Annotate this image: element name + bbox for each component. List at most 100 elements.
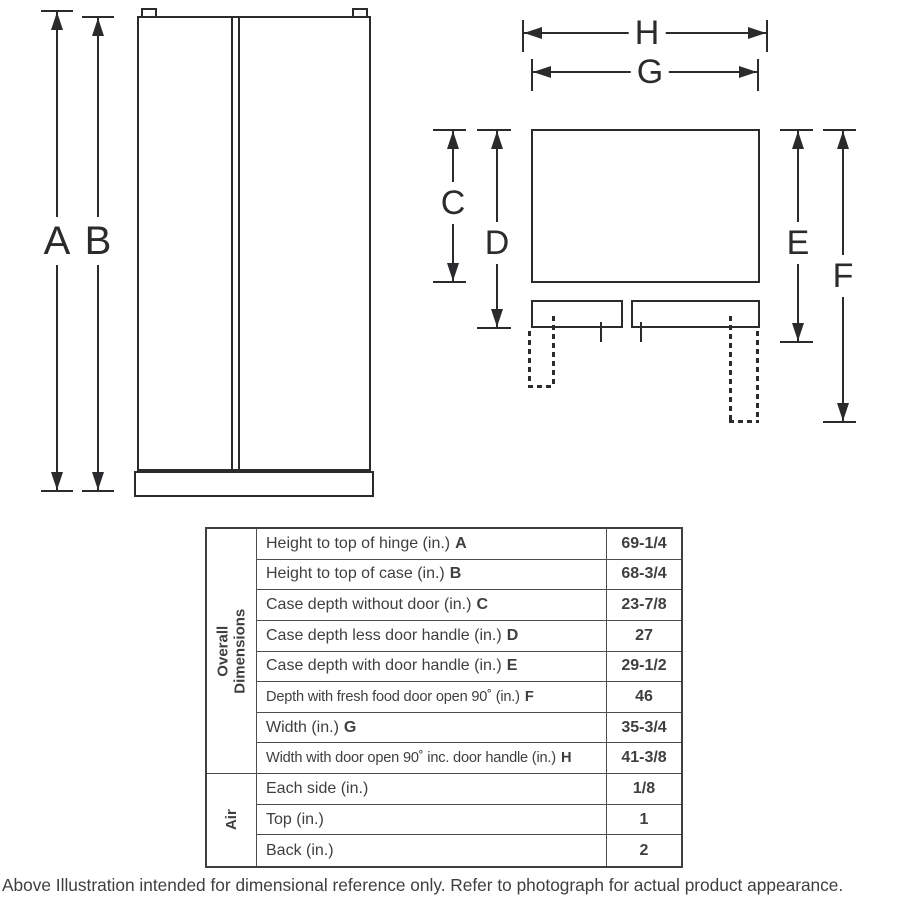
left-door-handle-mark	[600, 322, 602, 342]
door-divider-line-left	[231, 18, 233, 471]
left-handle-dashed-inner	[552, 316, 555, 388]
table-row-label: Height to top of case (in.)B	[257, 560, 606, 591]
table-row-label: Top (in.)	[257, 805, 606, 836]
disclaimer-text: Above Illustration intended for dimensio…	[2, 875, 844, 895]
table-row-value: 29-1/2	[606, 651, 681, 683]
section-air-label: Air	[222, 809, 240, 831]
section-overall-dimensions: Overall Dimensions	[207, 529, 257, 775]
row-label-text: Top (in.)	[266, 810, 324, 828]
row-dim-key: F	[524, 688, 534, 705]
table-row-label: Case depth less door handle (in.)D	[257, 621, 606, 652]
table-row-value: 46	[606, 682, 681, 713]
left-hinge	[141, 8, 157, 18]
table-row-value: 35-3/4	[606, 712, 681, 744]
dim-e-arrow-up	[792, 131, 804, 149]
dim-b-top-tick	[82, 16, 114, 18]
right-door-handle-mark	[640, 322, 642, 342]
table-row-label: Depth with fresh food door open 90˚ (in.…	[257, 682, 606, 713]
table-row-label: Back (in.)	[257, 835, 606, 866]
right-handle-dashed-outer	[756, 331, 759, 423]
dim-b-arrow-up	[92, 18, 104, 36]
door-divider-line-right	[238, 18, 240, 471]
dim-g-arrow-left	[533, 66, 551, 78]
table-row-value: 27	[606, 620, 681, 652]
dim-d-label: D	[478, 222, 516, 264]
dim-f-arrow-down	[837, 403, 849, 421]
section-air: Air	[207, 774, 257, 866]
row-dim-key: A	[455, 534, 467, 552]
row-label-text: Depth with fresh food door open 90˚ (in.…	[266, 688, 520, 705]
dim-c-arrow-down	[447, 263, 459, 281]
row-label-text: Width (in.)	[266, 718, 339, 736]
left-door-top-view	[531, 300, 623, 328]
right-handle-dashed-bottom	[729, 420, 759, 423]
fridge-base	[134, 471, 374, 497]
dim-g-right-tick	[757, 59, 759, 91]
left-handle-dashed-outer	[528, 331, 531, 388]
dim-f-top-tick	[823, 129, 856, 131]
row-label-text: Height to top of case (in.)	[266, 565, 445, 583]
dim-b-label: B	[78, 217, 118, 265]
dim-a-label: A	[37, 217, 77, 265]
row-label-text: Back (in.)	[266, 841, 334, 859]
row-label-text: Each side (in.)	[266, 779, 369, 797]
dimensions-table: Overall Dimensions Air Height to top of …	[205, 527, 683, 868]
dim-g-left-tick	[531, 59, 533, 91]
row-dim-key: E	[506, 657, 518, 675]
table-row-value: 1/8	[606, 774, 681, 805]
dim-h-right-tick	[766, 20, 768, 52]
table-row-label: Width (in.)G	[257, 713, 606, 744]
table-row-value: 2	[606, 835, 681, 866]
dim-h-left-tick	[522, 20, 524, 52]
case-top-view	[531, 129, 760, 283]
row-dim-key: B	[449, 565, 462, 583]
row-label-text: Case depth without door (in.)	[266, 596, 472, 614]
dim-c-top-tick	[433, 129, 466, 131]
dim-d-arrow-up	[491, 131, 503, 149]
right-handle-dashed-inner	[729, 316, 732, 423]
right-door-top-view	[631, 300, 760, 328]
dim-e-top-tick	[780, 129, 813, 131]
fridge-body	[137, 16, 371, 471]
dim-a-bottom-tick	[41, 490, 73, 492]
dim-h-arrow-right	[748, 27, 766, 39]
row-dim-key: D	[506, 626, 519, 644]
dim-d-bottom-tick	[477, 327, 511, 329]
dim-f-arrow-up	[837, 131, 849, 149]
row-label-text: Case depth with door handle (in.)	[266, 657, 502, 675]
dim-c-label: C	[434, 182, 472, 224]
dim-d-arrow-down	[491, 309, 503, 327]
dim-a-arrow-up	[51, 12, 63, 30]
table-row-value: 41-3/8	[606, 743, 681, 775]
table-row-label: Width with door open 90˚ inc. door handl…	[257, 743, 606, 775]
dim-d-top-tick	[477, 129, 511, 131]
table-row-label: Case depth with door handle (in.)E	[257, 652, 606, 683]
row-dim-key: C	[476, 596, 489, 614]
table-row-label: Height to top of hinge (in.)A	[257, 529, 606, 560]
dim-a-arrow-down	[51, 472, 63, 490]
dim-b-bottom-tick	[82, 490, 114, 492]
dim-f-label: F	[826, 255, 860, 297]
dim-b-arrow-down	[92, 472, 104, 490]
dim-c-bottom-tick	[433, 281, 466, 283]
row-dim-key: H	[560, 750, 572, 767]
table-row-value: 23-7/8	[606, 590, 681, 621]
row-label-text: Height to top of hinge (in.)	[266, 534, 451, 552]
dim-e-label: E	[780, 222, 816, 264]
dim-g-arrow-right	[739, 66, 757, 78]
dim-h-arrow-left	[524, 27, 542, 39]
dim-c-arrow-up	[447, 131, 459, 149]
table-row-label: Each side (in.)	[257, 774, 606, 805]
left-handle-dashed-bottom	[528, 385, 555, 388]
table-row-value: 1	[606, 804, 681, 836]
table-row-value: 68-3/4	[606, 559, 681, 591]
dim-h-label: H	[628, 12, 666, 54]
row-dim-key: G	[343, 718, 357, 736]
dim-a-top-tick	[41, 10, 73, 12]
section-overall-dimensions-label: Overall Dimensions	[214, 608, 249, 694]
table-row-label: Case depth without door (in.)C	[257, 590, 606, 621]
dim-f-bottom-tick	[823, 421, 856, 423]
row-label-text: Width with door open 90˚ inc. door handl…	[266, 750, 556, 767]
dim-e-bottom-tick	[780, 341, 813, 343]
